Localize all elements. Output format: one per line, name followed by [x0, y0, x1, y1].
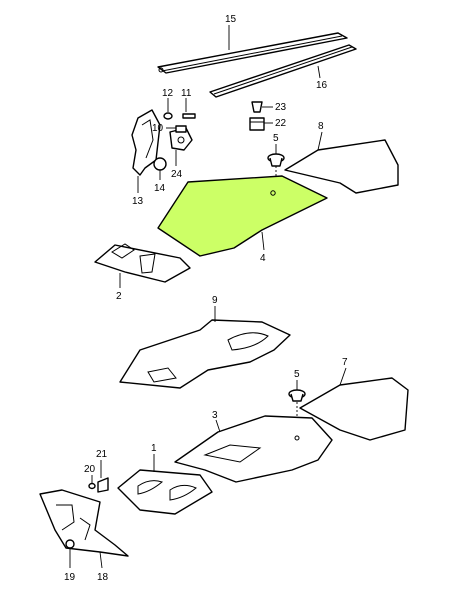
part-5-plug-upper[interactable]: [267, 144, 285, 192]
part-8-floor-mat[interactable]: [284, 131, 399, 194]
callout-label-16: 16: [316, 80, 328, 91]
part-7-floor-mat[interactable]: [299, 367, 409, 441]
callout-label-8: 8: [318, 121, 324, 132]
part-1-mat[interactable]: [117, 454, 213, 515]
part-23-clip[interactable]: [251, 101, 273, 113]
part-3-floor-mat[interactable]: [174, 415, 333, 483]
part-11-screw[interactable]: [182, 98, 196, 119]
part-14-plug[interactable]: [153, 157, 167, 180]
callout-label-2: 2: [116, 291, 122, 302]
part-9-floor-mat[interactable]: [119, 306, 291, 389]
callout-label-19: 19: [64, 572, 76, 583]
callout-label-21: 21: [96, 449, 108, 460]
part-22-bushing[interactable]: [249, 117, 273, 131]
part-24-grommet[interactable]: [169, 127, 193, 166]
part-4-floor-mat[interactable]: [157, 175, 328, 257]
callout-label-12: 12: [162, 88, 174, 99]
part-20-washer[interactable]: [88, 475, 96, 490]
part-13-bracket[interactable]: [131, 109, 161, 193]
callout-label-9: 9: [212, 295, 218, 306]
callout-label-18: 18: [97, 572, 109, 583]
callout-label-3: 3: [212, 410, 218, 421]
part-2-mat[interactable]: [94, 243, 191, 288]
part-5-plug-lower[interactable]: [288, 380, 306, 440]
callout-label-5b: 5: [294, 369, 300, 380]
callout-label-14: 14: [154, 183, 166, 194]
callout-label-4: 4: [260, 253, 266, 264]
callout-label-7: 7: [342, 357, 348, 368]
callout-label-10: 10: [152, 123, 164, 134]
part-18-side-panel[interactable]: [39, 489, 129, 569]
part-16-sill-strip[interactable]: [209, 44, 357, 98]
part-15-sill-strip[interactable]: [157, 25, 348, 74]
callout-label-23: 23: [275, 102, 287, 113]
callout-label-11: 11: [181, 88, 192, 99]
part-19-clip[interactable]: [65, 539, 75, 568]
part-12-washer[interactable]: [163, 98, 173, 120]
callout-label-22: 22: [275, 118, 287, 129]
callout-label-20: 20: [84, 464, 96, 475]
callout-label-15: 15: [225, 14, 237, 25]
part-10-nut[interactable]: [166, 125, 187, 133]
callout-label-5: 5: [273, 133, 279, 144]
callout-label-24: 24: [171, 169, 183, 180]
callout-label-1: 1: [151, 443, 157, 454]
callout-label-13: 13: [132, 196, 144, 207]
part-21-bolt[interactable]: [97, 460, 109, 493]
